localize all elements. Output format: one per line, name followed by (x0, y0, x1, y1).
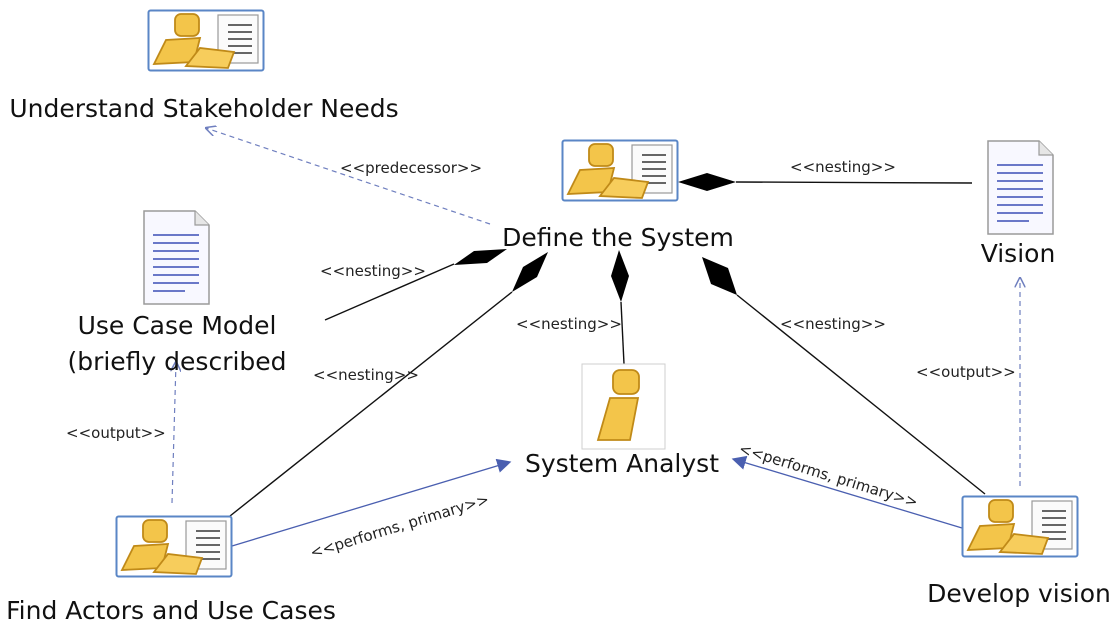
composition-diamond (678, 173, 736, 191)
node-label: Understand Stakeholder Needs (9, 94, 398, 123)
task-icon (115, 515, 233, 578)
composition-diamond (454, 249, 507, 265)
edge-output-ucm-line (172, 362, 176, 504)
node-define-the-system[interactable]: Define the System (502, 139, 734, 253)
node-label-line2: (briefly described (67, 347, 286, 376)
document-icon (143, 210, 210, 305)
edge-performs-develop-line (731, 455, 963, 529)
edge-label-performs-find: <<performs, primary>> (308, 490, 491, 562)
edge-label-nesting-develop: <<nesting>> (780, 315, 886, 333)
node-use-case-model[interactable]: Use Case Model (briefly described (67, 210, 287, 376)
node-vision[interactable]: Vision (981, 140, 1056, 268)
node-label: Find Actors and Use Cases (6, 596, 336, 624)
edge-label-nesting-vision: <<nesting>> (790, 158, 896, 176)
node-find-actors-and-use-cases[interactable]: Find Actors and Use Cases (6, 515, 336, 624)
edge-nesting-find-line (229, 291, 513, 517)
node-label: Vision (981, 239, 1056, 268)
task-icon (147, 9, 265, 72)
node-understand-stakeholder-needs[interactable]: Understand Stakeholder Needs (9, 9, 399, 124)
edge-label-output-vision: <<output>> (916, 363, 1016, 381)
node-label: Define the System (502, 223, 734, 252)
edge-label-output-ucm: <<output>> (66, 424, 166, 442)
node-develop-vision[interactable]: Develop vision (927, 495, 1111, 609)
edge-predecessor-line (206, 128, 491, 225)
composition-diamond (702, 257, 737, 295)
edge-label-predecessor: <<predecessor>> (340, 159, 482, 177)
task-icon (961, 495, 1079, 558)
edge-label-nesting-ucm: <<nesting>> (320, 262, 426, 280)
document-icon (987, 140, 1054, 235)
composition-diamond (611, 250, 629, 302)
edge-label-performs-develop: <<performs, primary>> (737, 440, 920, 512)
node-label: System Analyst (525, 449, 719, 478)
edge-label-nesting-analyst: <<nesting>> (516, 315, 622, 333)
edge-performs-find-line (231, 458, 512, 547)
edge-nesting-vision-line (735, 181, 973, 184)
composition-diamond (512, 252, 548, 292)
edge-nesting-develop-line (736, 294, 986, 495)
node-system-analyst[interactable]: System Analyst (525, 363, 719, 478)
edge-nesting-analyst-line (620, 301, 625, 365)
edge-label-nesting-find: <<nesting>> (313, 366, 419, 384)
task-icon (561, 139, 679, 202)
node-label: Develop vision (927, 579, 1111, 608)
role-icon (581, 363, 666, 450)
node-label-line1: Use Case Model (78, 311, 277, 340)
edge-nesting-ucm-line (324, 263, 455, 321)
